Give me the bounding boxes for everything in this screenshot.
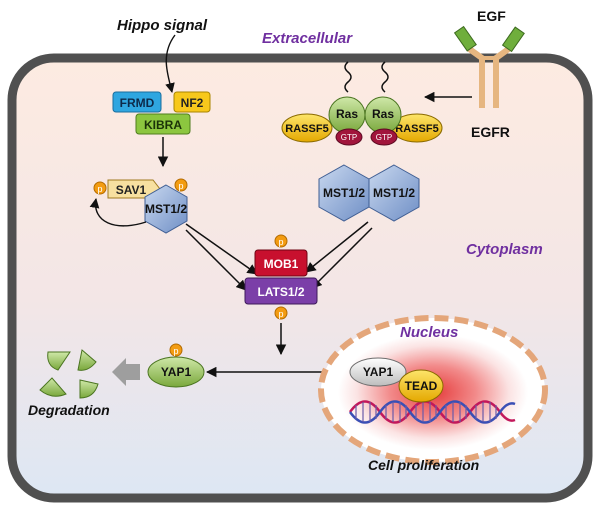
mst-left-to-lats-arrow [185,229,247,291]
ras-anchor-left [344,61,352,93]
frmd-label: FRMD [120,96,155,110]
phospho-label: p [97,184,102,194]
sav1-feedback-arrow [89,198,147,227]
mst-left-label: MST1/2 [145,202,187,216]
yap-nuc-oval [349,357,407,387]
rassf5-right-label: RASSF5 [395,123,438,135]
ras-anchor-right [381,61,389,93]
rassf5-left-oval [281,113,333,143]
kibra-box [135,113,191,135]
degradation-arrow [112,358,140,386]
phospho-label: p [173,346,178,356]
hippo-signal-label: Hippo signal [117,17,208,34]
mst-mid2-hex [368,164,420,222]
mob1-box [254,249,308,277]
yap-cyto-label: YAP1 [161,365,192,379]
mst-mid2-label: MST1/2 [373,186,415,200]
lats-phospho [274,306,288,320]
nf2-box [173,91,211,113]
sav1-phospho [93,181,107,195]
degraded-fragments [39,349,99,399]
phospho-label: p [278,309,283,319]
lats-box [244,277,318,305]
tead-label: TEAD [405,379,438,393]
nucleus-envelope [318,315,548,465]
lats-label: LATS1/2 [257,285,304,299]
mst-right-to-mob1-arrow [305,221,369,273]
kibra-label: KIBRA [144,118,182,132]
egfr-label: EGFR [471,124,510,140]
ras-right-label: Ras [372,107,394,121]
gtp-right-label: GTP [376,133,392,142]
ras-left-label: Ras [336,107,358,121]
mob1-label: MOB1 [264,257,299,271]
cytoplasm-label: Cytoplasm [466,241,543,258]
mst-left-phospho [174,178,188,192]
mst-mid1-label: MST1/2 [323,186,365,200]
egfr-receptor [453,25,525,108]
rassf5-left-label: RASSF5 [285,123,328,135]
gtp-right-oval [370,128,398,146]
degradation-label: Degradation [28,402,110,418]
mst-left-hex [144,184,188,234]
extracellular-label: Extracellular [262,30,353,47]
mst-right-to-lats-arrow [311,227,373,289]
nucleus-label: Nucleus [400,324,458,341]
gtp-left-oval [335,128,363,146]
nf2-label: NF2 [181,96,204,110]
gtp-left-label: GTP [341,133,357,142]
dna-helix [348,400,516,424]
frmd-box [112,91,162,113]
egf-label: EGF [477,8,506,24]
cell-proliferation-label: Cell proliferation [368,457,479,473]
tead-oval [398,369,444,403]
mst-left-to-mob1-arrow [185,223,258,275]
hippo-signal-arrow [165,34,176,93]
yap-cyto-phospho [169,343,183,357]
yap-cyto-oval [147,356,205,388]
sav1-label: SAV1 [116,183,147,197]
mob1-phospho [274,234,288,248]
phospho-label: p [178,181,183,191]
yap-nuc-label: YAP1 [363,365,394,379]
phospho-label: p [278,237,283,247]
